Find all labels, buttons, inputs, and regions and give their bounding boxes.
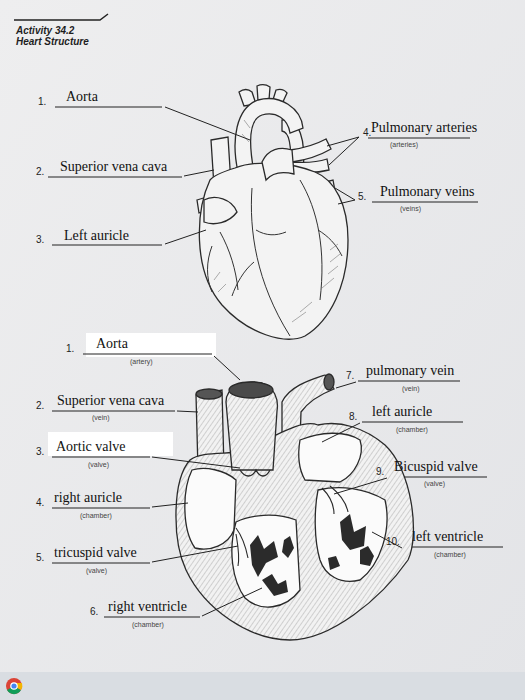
callout-number: 10. (386, 536, 400, 547)
answer-patch (48, 432, 173, 456)
answer-text: Aortic valve (56, 439, 126, 455)
callout-number: 8. (349, 411, 357, 422)
header-rule (14, 14, 108, 20)
valve-flaps (236, 486, 348, 566)
hint-caption: (vein) (402, 384, 420, 393)
heart-muscle (250, 514, 374, 596)
answer-text: Bicuspid valve (394, 459, 478, 475)
answer-text: right auricle (54, 490, 122, 506)
answer-text: Left auricle (64, 228, 129, 244)
callout-number: 2. (36, 166, 44, 177)
answer-text: Pulmonary veins (380, 184, 475, 200)
callout-number: 2. (36, 400, 44, 411)
answer-text: Superior vena cava (57, 393, 164, 409)
answer-lines (48, 107, 503, 617)
callout-number: 4. (363, 127, 371, 138)
heart-exterior (197, 85, 348, 339)
hint-caption: (chamber) (434, 550, 466, 559)
hint-caption: (veins) (400, 204, 421, 213)
callout-number: 3. (36, 234, 44, 245)
callout-number: 5. (358, 191, 366, 202)
hint-caption: (artery) (130, 357, 153, 366)
callout-number: 9. (376, 466, 384, 477)
answer-text: pulmonary vein (366, 363, 454, 379)
hint-caption: (arteries) (390, 140, 418, 149)
hint-caption: (valve) (88, 460, 109, 469)
heart-shading (214, 120, 340, 322)
answer-text: Superior vena cava (60, 159, 167, 175)
hint-caption: (vein) (92, 413, 110, 422)
callout-number: 1. (66, 343, 74, 354)
answer-patch (86, 333, 216, 357)
hint-caption: (valve) (424, 479, 445, 488)
answer-text: left auricle (372, 404, 432, 420)
hint-caption: (valve) (86, 566, 107, 575)
answer-text: left ventricle (412, 529, 483, 545)
callout-number: 4. (36, 497, 44, 508)
leader-lines (165, 107, 359, 244)
hint-caption: (chamber) (80, 511, 112, 520)
worksheet-title: Activity 34.2 Heart Structure (16, 25, 102, 47)
callout-number: 1. (38, 96, 46, 107)
hint-caption: (chamber) (132, 620, 164, 629)
answer-text: Pulmonary arteries (371, 120, 477, 136)
hint-caption: (chamber) (396, 425, 428, 434)
taskbar (0, 672, 525, 700)
answer-text: Aorta (66, 89, 98, 105)
callout-number: 6. (90, 606, 98, 617)
browser-icon (6, 678, 22, 694)
answer-text: tricuspid valve (54, 545, 137, 561)
coronary-vessels (208, 180, 343, 336)
answer-text: Aorta (96, 336, 128, 352)
callout-number: 3. (36, 446, 44, 457)
callout-number: 5. (36, 552, 44, 563)
callout-number: 7. (346, 370, 354, 381)
answer-text: right ventricle (108, 599, 187, 615)
leader-lines (152, 356, 402, 616)
